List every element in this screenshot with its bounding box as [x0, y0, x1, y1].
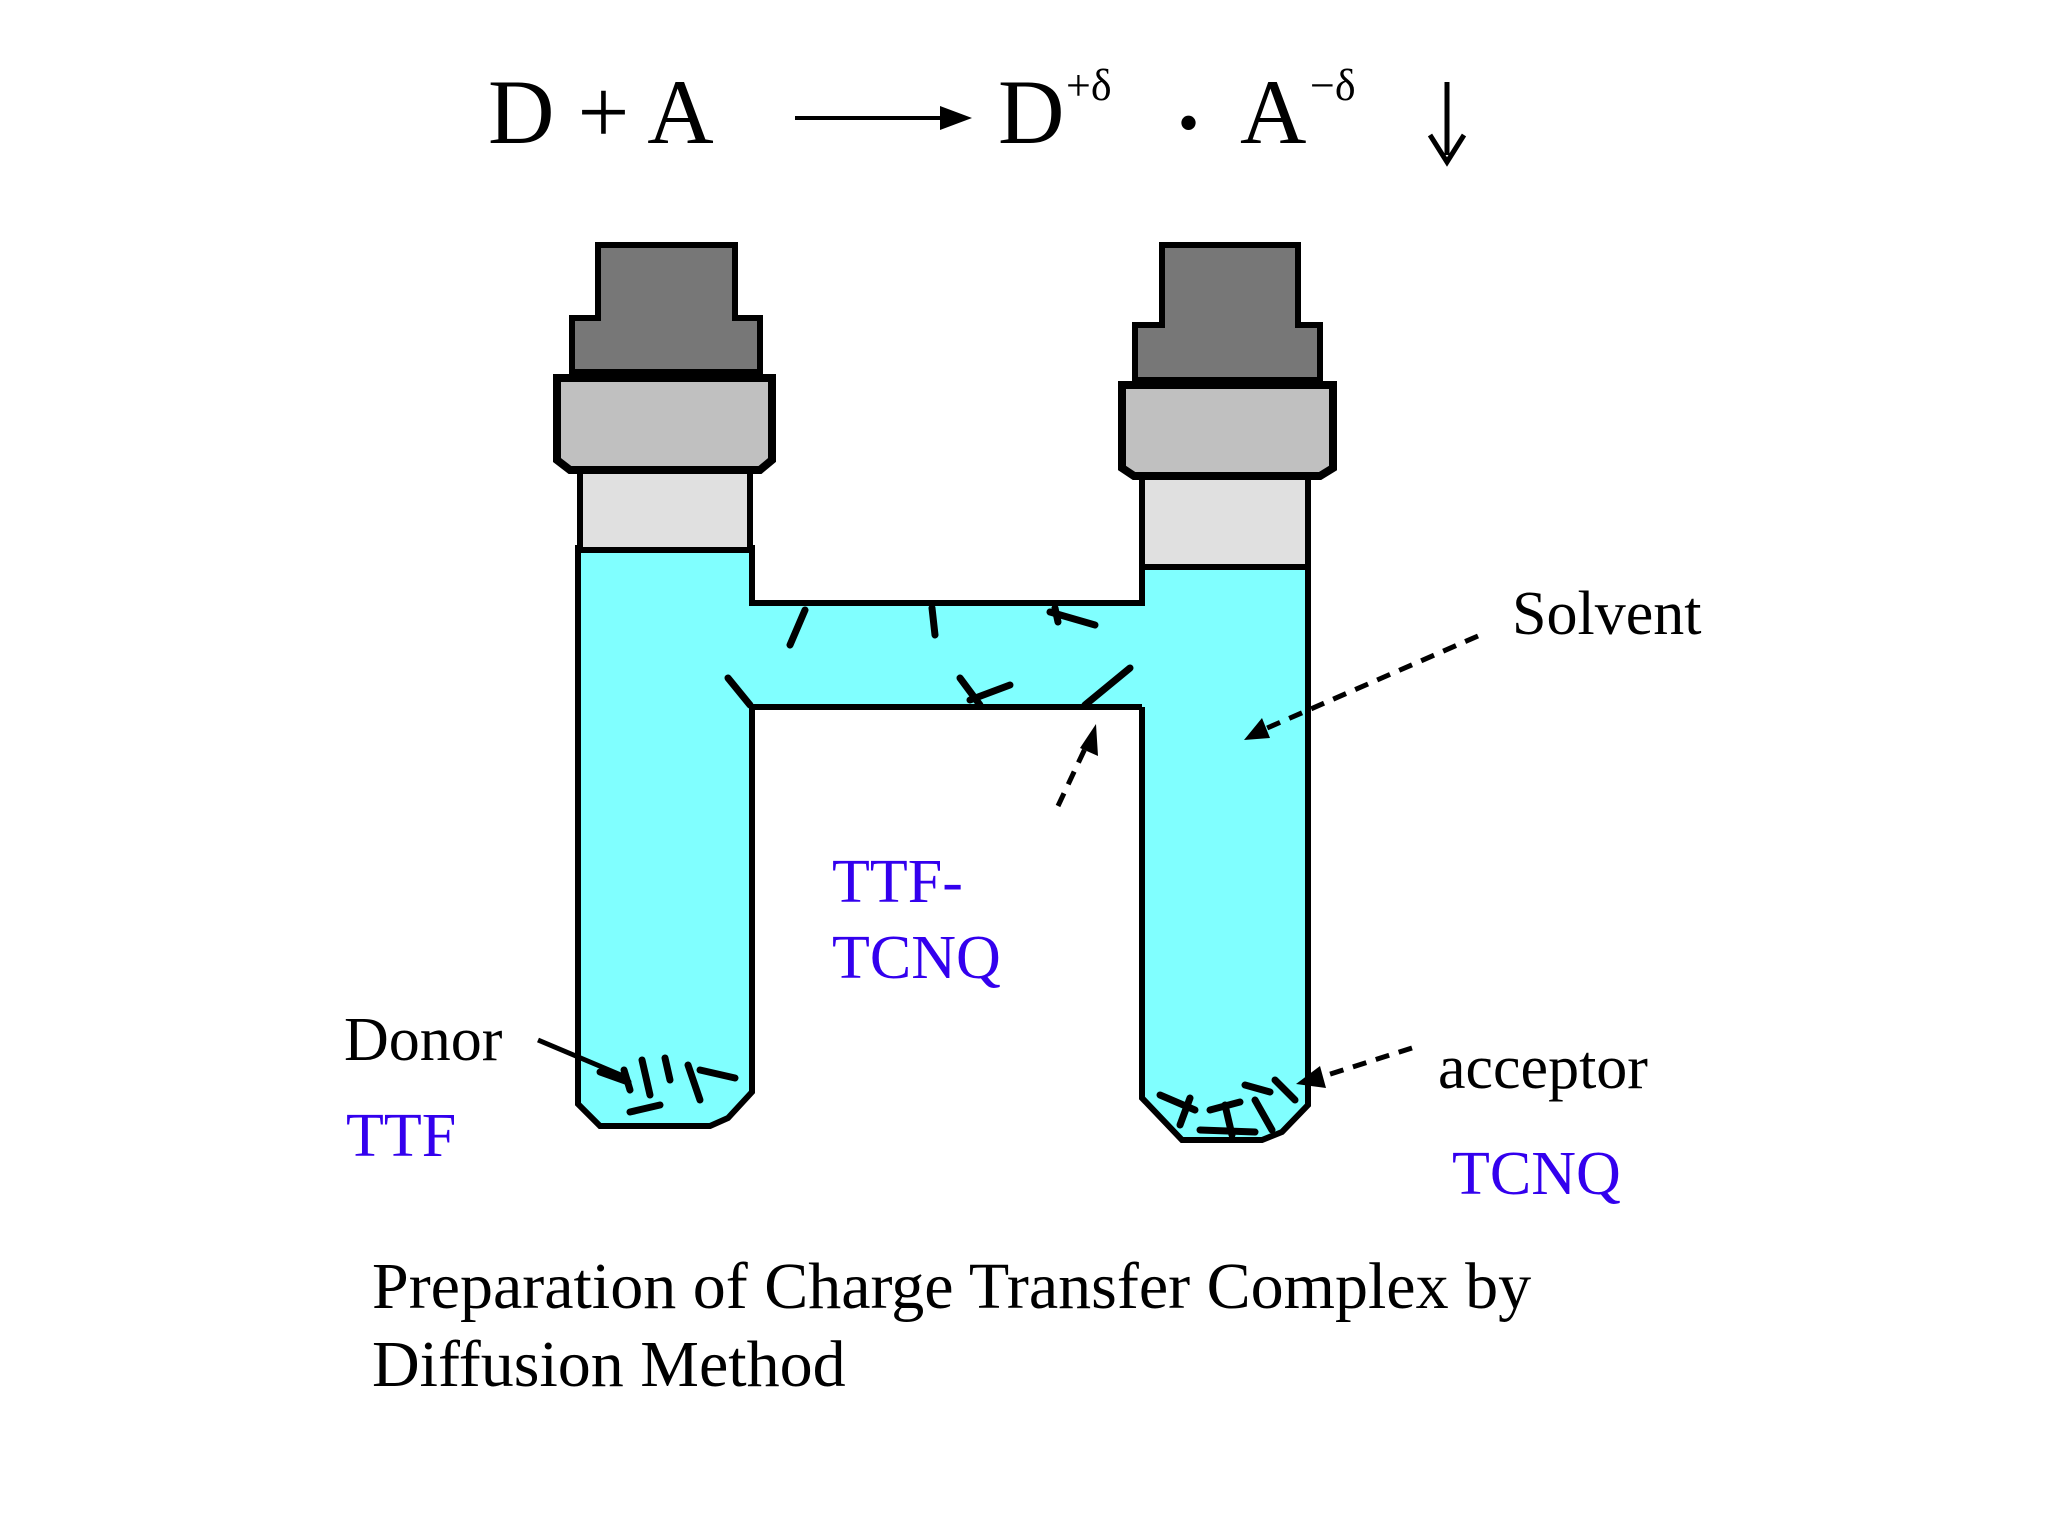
donor-label: Donor — [344, 1006, 503, 1074]
complex-label-line2: TCNQ — [832, 924, 1001, 992]
acceptor-pointer — [1317, 1045, 1413, 1081]
pointer-lines — [537, 633, 1479, 1088]
left-arm-solvent — [575, 545, 755, 1129]
caption-line-2: Diffusion Method — [372, 1328, 846, 1401]
acceptor-compound-label: TCNQ — [1452, 1140, 1621, 1208]
solvent-pointer-head — [1244, 718, 1270, 740]
equation-acceptor: A — [1240, 61, 1306, 163]
acceptor-pointer-head — [1296, 1066, 1326, 1088]
equation-dot: • — [1178, 90, 1199, 156]
labels: Solvent TTF- TCNQ Donor TTF acceptor TCN… — [344, 580, 1701, 1208]
left-stopper — [569, 242, 763, 375]
left-tube-neck — [577, 467, 753, 553]
h-tube — [553, 242, 1337, 1143]
reaction-arrowhead — [940, 106, 972, 130]
solvent-pointer — [1257, 633, 1479, 735]
right-tube-neck — [1139, 472, 1311, 570]
bridge-crystals — [724, 604, 1134, 709]
acceptor-label: acceptor — [1438, 1034, 1648, 1102]
right-arm-solvent — [1139, 562, 1311, 1143]
complex-label-line1: TTF- — [832, 848, 963, 916]
acceptor-crystals — [1156, 1076, 1299, 1139]
right-cap-collar — [1118, 381, 1337, 480]
bridge-top-wall — [749, 548, 1145, 606]
equation-reactants: D + A — [488, 61, 714, 163]
left-cap-collar — [553, 374, 776, 474]
bridge-solvent — [749, 603, 1145, 707]
reaction-equation: D + A D +δ • A −δ — [488, 61, 1467, 167]
equation-acceptor-charge: −δ — [1310, 61, 1356, 110]
equation-donor-charge: +δ — [1066, 61, 1112, 110]
complex-pointer-head — [1080, 724, 1098, 756]
complex-pointer — [1055, 736, 1093, 808]
donor-compound-label: TTF — [346, 1102, 456, 1170]
figure-caption: Preparation of Charge Transfer Complex b… — [372, 1248, 1772, 1404]
precipitate-arrowhead — [1427, 133, 1467, 167]
right-stopper — [1132, 242, 1323, 383]
donor-pointer — [537, 1037, 629, 1081]
equation-donor: D — [998, 61, 1064, 163]
caption-line-1: Preparation of Charge Transfer Complex b… — [372, 1250, 1532, 1323]
solvent-label: Solvent — [1512, 580, 1701, 648]
